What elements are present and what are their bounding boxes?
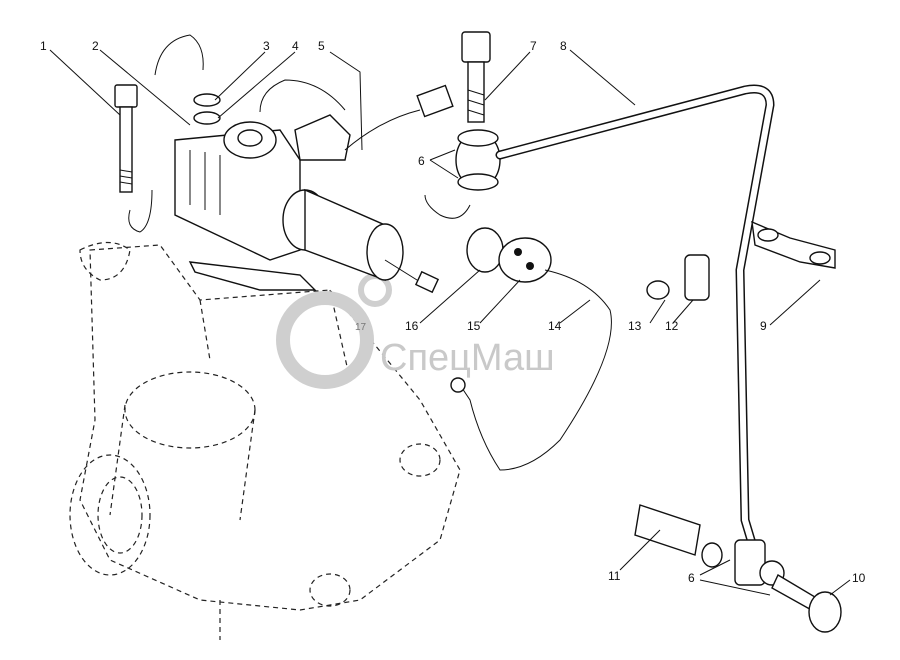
wire-bracket <box>294 84 454 161</box>
callout-label: 9 <box>760 319 767 333</box>
lower-banjo-bolt <box>771 574 842 633</box>
banjo-fitting <box>455 129 501 191</box>
ground-wire <box>459 269 612 471</box>
solenoid <box>282 188 440 294</box>
callout-label: 4 <box>292 39 299 53</box>
housing-dashed-outline <box>69 241 461 640</box>
washer <box>646 280 670 300</box>
callout-label: 5 <box>318 39 325 53</box>
rotate-arrow-icon <box>259 79 346 113</box>
watermark-text: СпецМаш <box>380 337 555 379</box>
bolt <box>114 84 138 193</box>
gasket <box>188 261 317 291</box>
rotate-arrow-icon <box>154 34 204 76</box>
nipple <box>634 504 701 556</box>
tee-fitting <box>701 539 785 586</box>
callout-label: 3 <box>263 39 270 53</box>
callout-label: 7 <box>530 39 537 53</box>
valve-block <box>174 121 301 261</box>
plug <box>498 237 552 283</box>
rotate-arrow-icon <box>424 194 471 219</box>
callout-label: 13 <box>628 319 642 333</box>
leader-lines <box>49 49 851 596</box>
callout-label: 11 <box>608 569 621 583</box>
callout-label: 8 <box>560 39 567 53</box>
callout-label: 15 <box>467 319 481 333</box>
callout-label: 6 <box>688 571 695 585</box>
callout-label: 6 <box>418 154 425 168</box>
callout-label: 17 <box>355 322 367 333</box>
watermark-gear-icon <box>276 291 374 389</box>
callout-label: 10 <box>852 571 866 585</box>
washer <box>193 93 221 107</box>
banjo-bolt <box>461 31 491 123</box>
callout-label: 14 <box>548 319 562 333</box>
callout-label: 1 <box>40 39 47 53</box>
watermark: СпецМаш <box>276 273 555 389</box>
sleeve <box>684 254 710 301</box>
callout-label: 16 <box>405 319 419 333</box>
rotate-arrow-icon <box>128 189 153 233</box>
connector <box>466 227 504 273</box>
washer <box>193 111 221 125</box>
callout-label: 12 <box>665 319 679 333</box>
callout-label: 2 <box>92 39 99 53</box>
